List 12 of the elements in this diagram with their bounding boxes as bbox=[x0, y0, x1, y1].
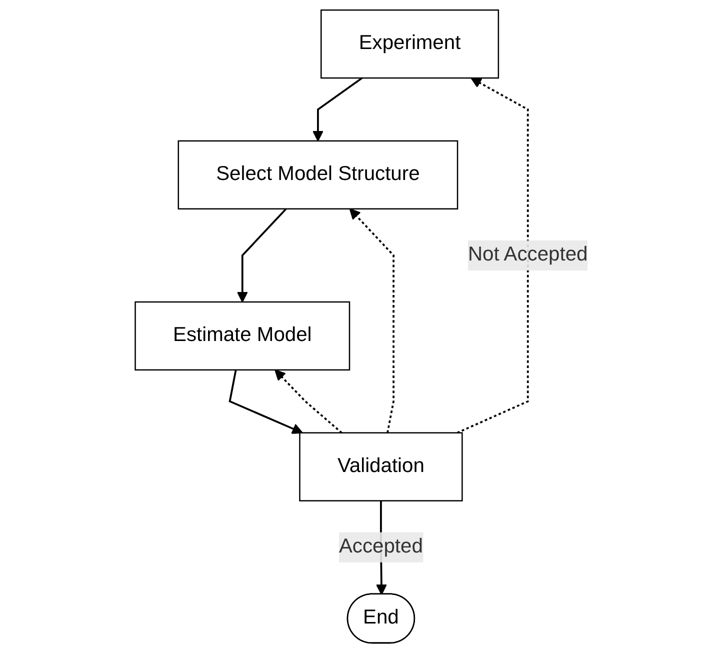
node-box: Experiment bbox=[320, 9, 500, 79]
edge-label: Accepted bbox=[338, 536, 423, 558]
arrow bbox=[349, 208, 394, 433]
arrow bbox=[228, 370, 303, 434]
node-box: Validation bbox=[299, 432, 463, 502]
arrow bbox=[274, 369, 342, 434]
arrow bbox=[312, 77, 363, 142]
node-box: Estimate Model bbox=[134, 301, 350, 371]
node-box: Select Model Structure bbox=[178, 140, 458, 210]
edge-label: Not Accepted bbox=[468, 244, 588, 266]
arrow bbox=[456, 78, 529, 434]
arrow bbox=[236, 208, 287, 302]
